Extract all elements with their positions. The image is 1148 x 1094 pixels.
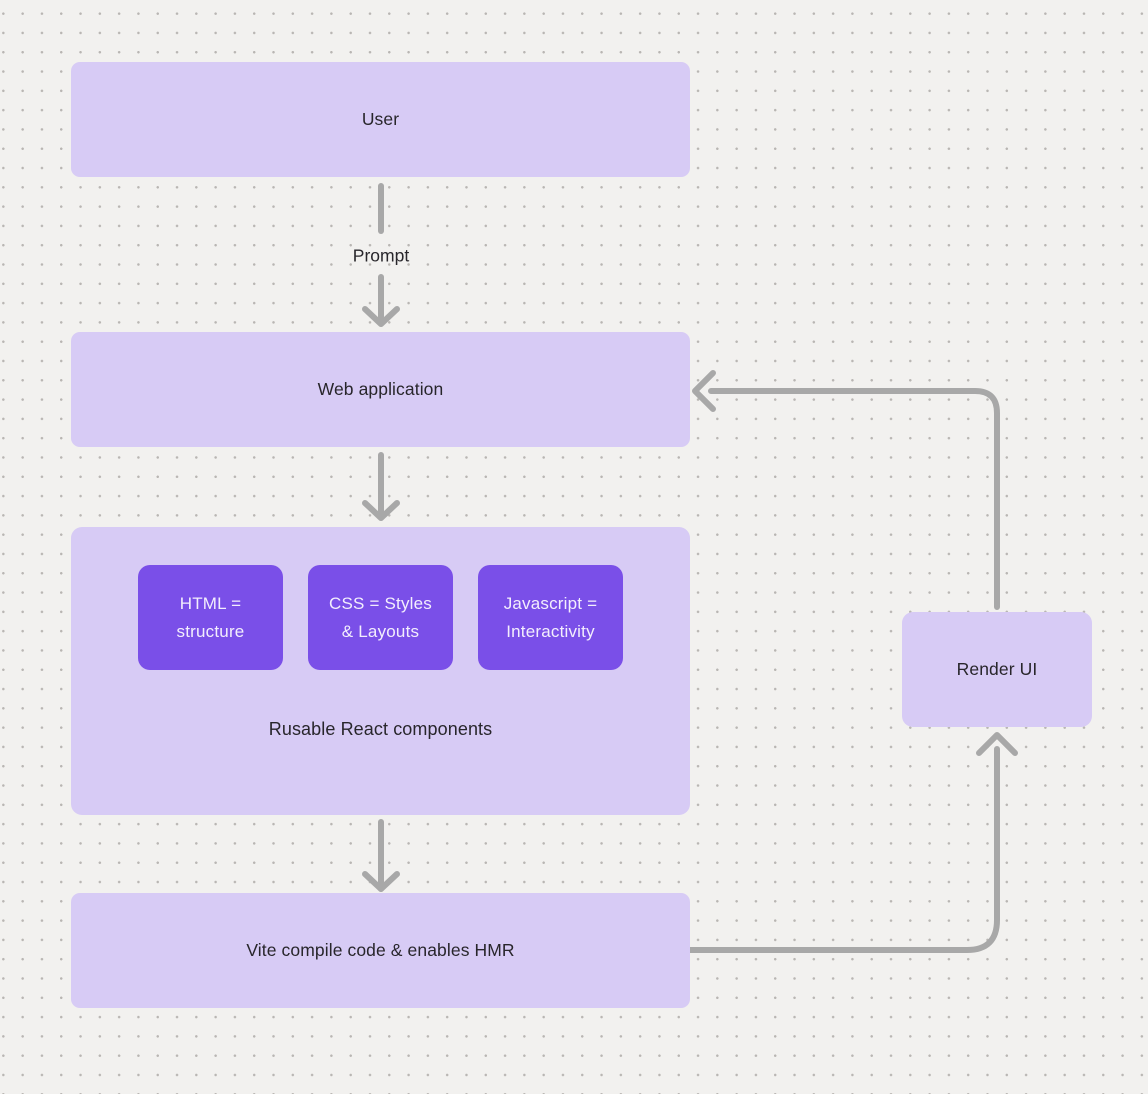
chip-css: CSS = Styles & Layouts: [308, 565, 453, 670]
chip-javascript-line2: Interactivity: [506, 621, 595, 641]
chip-javascript-line1: Javascript =: [503, 593, 598, 613]
chip-html-line2: structure: [176, 621, 245, 641]
chip-css-line2: & Layouts: [341, 621, 420, 641]
node-user-label: User: [361, 109, 400, 129]
node-components-group: HTML = structure CSS = Styles & Layouts …: [71, 527, 690, 815]
arrow-webapp-to-components: [362, 452, 400, 521]
node-user: User: [71, 62, 690, 177]
chip-html-line1: HTML =: [179, 593, 242, 613]
components-chip-row: HTML = structure CSS = Styles & Layouts …: [138, 565, 623, 670]
chip-css-line1: CSS = Styles: [328, 593, 433, 613]
node-vite: Vite compile code & enables HMR: [71, 893, 690, 1008]
edge-label-prompt: Prompt: [352, 245, 410, 266]
node-vite-label: Vite compile code & enables HMR: [246, 940, 515, 960]
chip-javascript: Javascript = Interactivity: [478, 565, 623, 670]
arrow-components-to-vite: [362, 819, 400, 892]
node-render-ui-label: Render UI: [956, 659, 1038, 679]
arrow-renderui-to-webapp: [692, 370, 1000, 610]
components-group-label: Rusable React components: [268, 719, 493, 739]
node-web-application: Web application: [71, 332, 690, 447]
chip-html: HTML = structure: [138, 565, 283, 670]
node-web-application-label: Web application: [317, 379, 444, 399]
node-render-ui: Render UI: [902, 612, 1092, 727]
arrow-vite-to-renderui: [687, 732, 1018, 953]
